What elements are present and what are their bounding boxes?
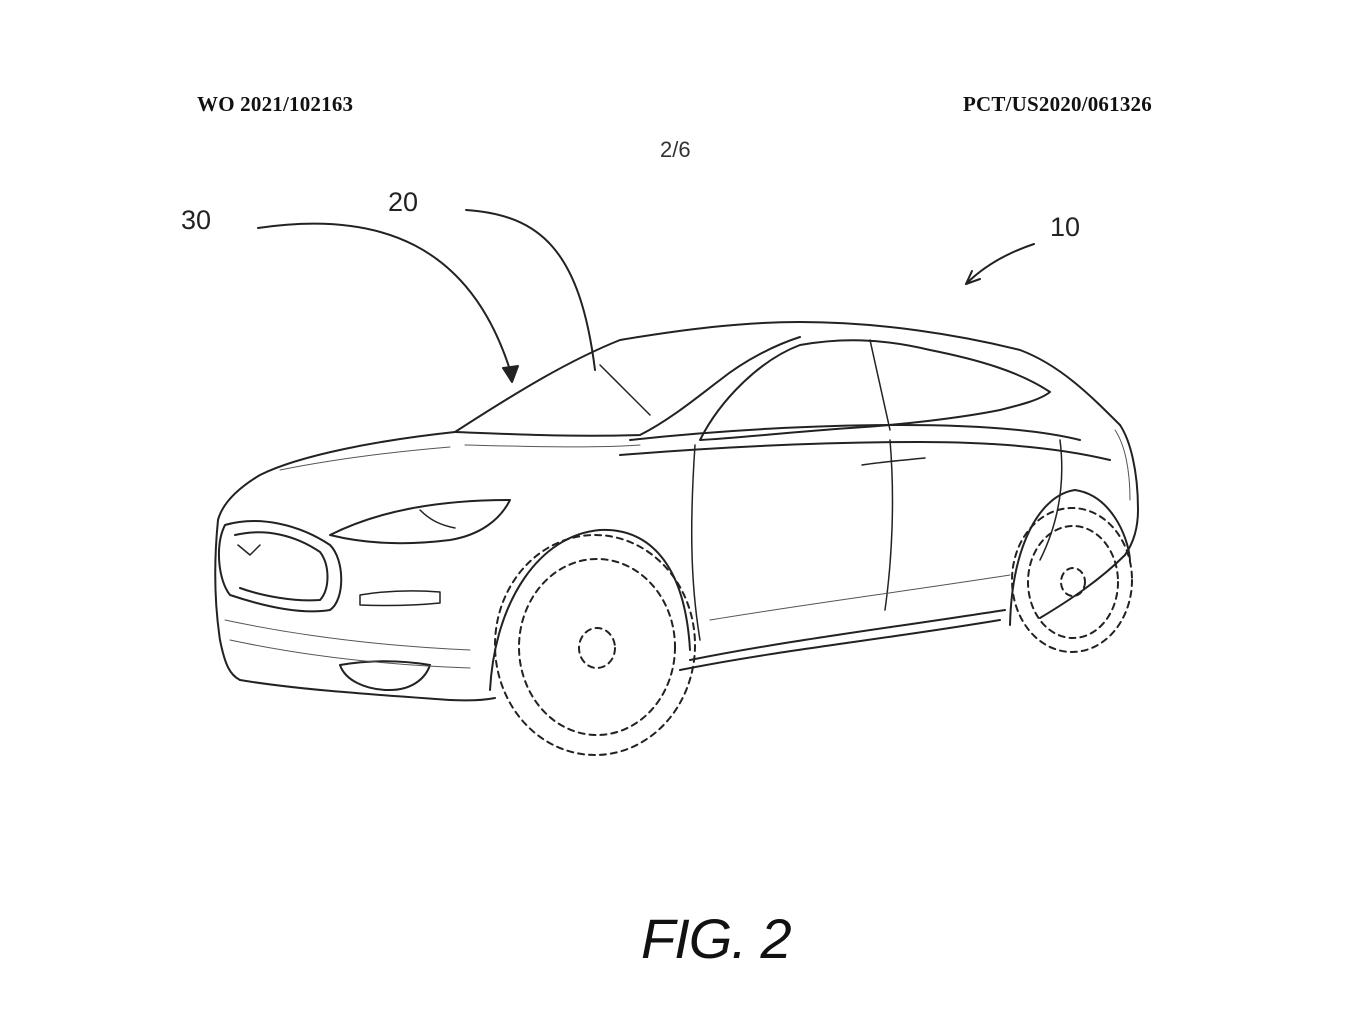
leader-line-10 — [965, 243, 1035, 285]
fog-light — [339, 590, 441, 691]
reference-label-10: 10 — [1050, 212, 1081, 242]
reference-label-20: 20 — [388, 187, 419, 217]
body-contours — [224, 429, 1131, 669]
front-wheel — [494, 534, 696, 756]
sheet-number: 2/6 — [660, 137, 691, 162]
windshield — [454, 336, 801, 437]
doors — [690, 439, 1063, 641]
rear-wheel-arch — [1009, 489, 1131, 626]
leader-line-30 — [257, 222, 519, 383]
application-number: PCT/US2020/061326 — [963, 92, 1152, 116]
reference-label-30: 30 — [181, 205, 212, 235]
front-wheel-arch — [489, 528, 691, 691]
side-windows — [699, 339, 1051, 441]
figure-caption: FIG. 2 — [641, 907, 792, 970]
car-body — [214, 321, 1139, 702]
front-grille — [218, 520, 343, 613]
rear-wheel — [1011, 507, 1133, 653]
leader-line-20 — [465, 209, 596, 371]
publication-number: WO 2021/102163 — [197, 92, 354, 116]
headlight — [329, 499, 511, 545]
